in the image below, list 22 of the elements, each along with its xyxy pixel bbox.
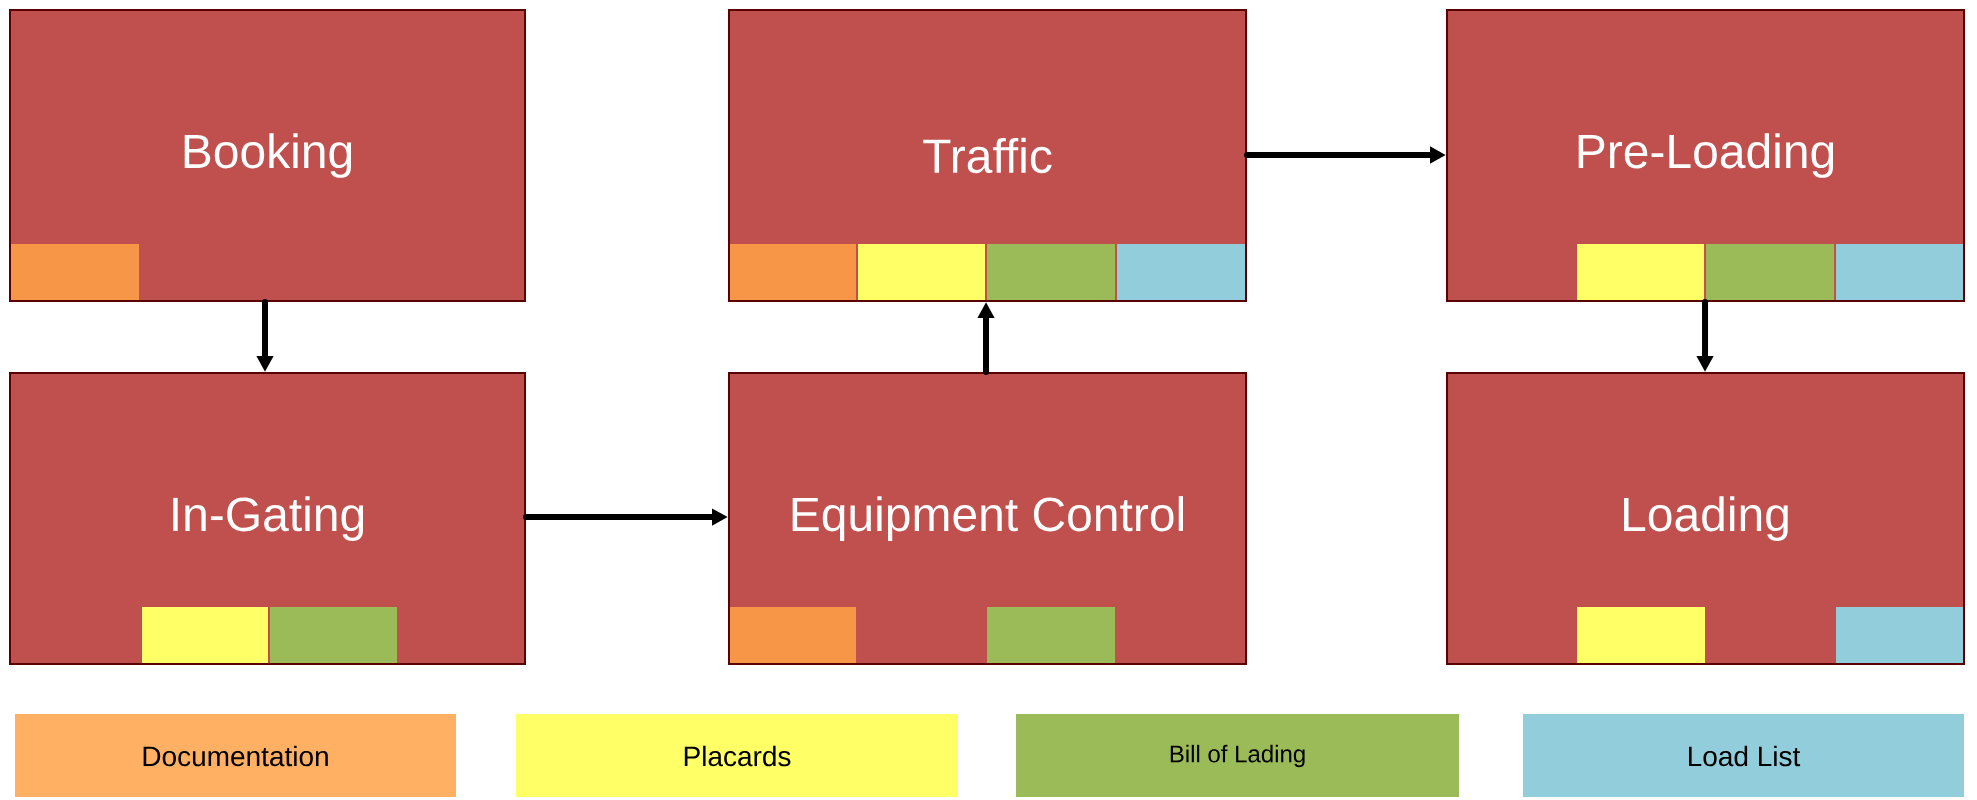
color-tag: [270, 607, 397, 663]
color-tag: [730, 244, 856, 300]
process-box: In-Gating: [9, 372, 526, 665]
color-tag: [1117, 244, 1245, 300]
color-tag: [987, 607, 1115, 663]
color-tag: [142, 607, 268, 663]
process-box: Booking: [9, 9, 526, 302]
color-tag: [1836, 244, 1964, 300]
color-tag: [858, 244, 985, 300]
legend-label: Bill of Lading: [1170, 744, 1305, 768]
process-box: Equipment Control: [728, 372, 1247, 665]
color-tag: [1836, 607, 1964, 663]
color-tag: [987, 244, 1115, 300]
color-tag: [11, 244, 139, 300]
color-tag: [1577, 244, 1705, 300]
legend-label: Load List: [1689, 745, 1801, 767]
color-tag: [730, 607, 856, 663]
color-tag: [1577, 607, 1706, 663]
process-box: Loading: [1446, 372, 1966, 665]
color-tag: [1706, 244, 1835, 300]
legend-label: Documentation: [143, 745, 328, 767]
legend-label: Placards: [684, 745, 791, 767]
